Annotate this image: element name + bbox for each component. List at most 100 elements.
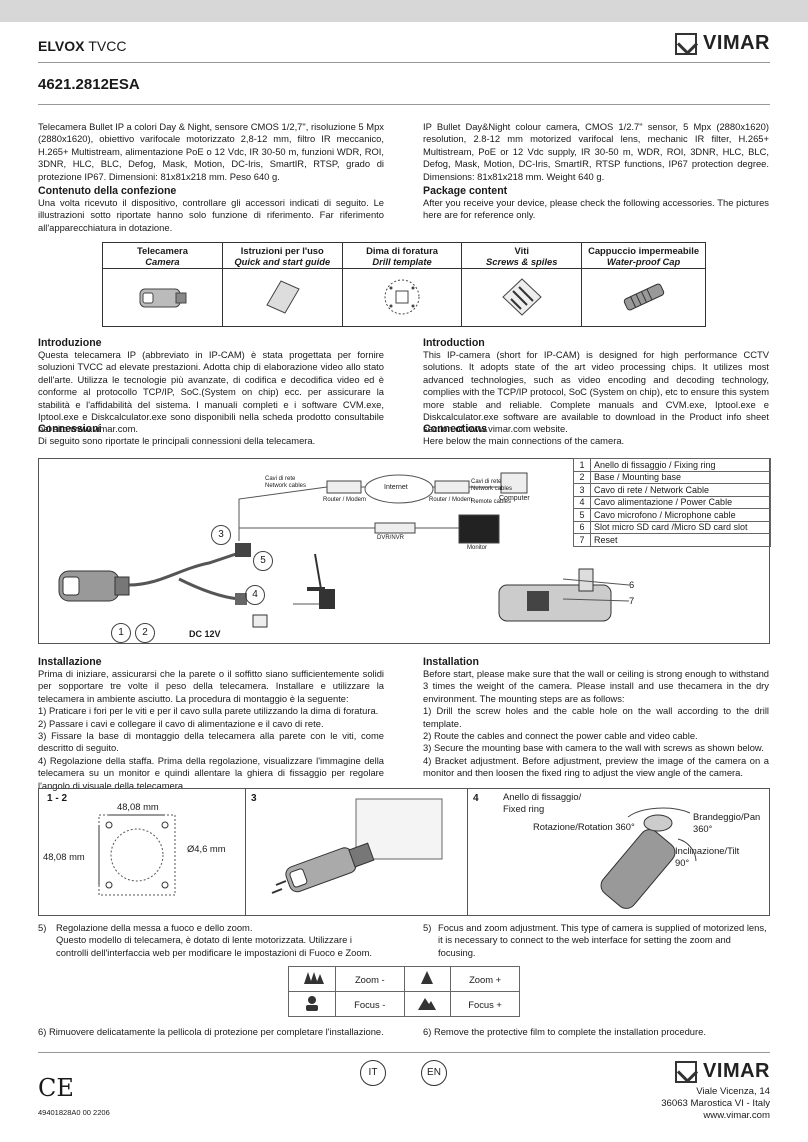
bracket-adjust-drawing — [600, 807, 697, 909]
focus-plus: Focus + — [450, 991, 520, 1017]
guide-image — [221, 268, 343, 327]
vimar-logo-icon — [675, 1060, 698, 1083]
connessioni-section: Connessioni Di seguito sono riportate le… — [38, 423, 384, 447]
vimar-logo-text: VIMAR — [703, 32, 770, 54]
lang-it-badge: IT — [360, 1060, 386, 1086]
fixed-ring-label: Anello di fissaggio/ — [503, 791, 582, 802]
doc-code: 49401828A0 00 2206 — [38, 1108, 110, 1117]
tilt-label: Inclinazione/Tilt — [675, 845, 740, 856]
package-label-it: Cappuccio impermeabile — [588, 244, 700, 256]
step5-number-it: 5) — [38, 922, 47, 933]
step5-number-en: 5) — [423, 922, 432, 933]
template-image — [341, 268, 463, 327]
panel-divider — [467, 789, 468, 915]
package-cell-camera: Telecamera Camera — [102, 242, 223, 269]
drill-template-drawing — [98, 814, 176, 896]
package-section-en: Package content After you receive your d… — [423, 185, 769, 222]
package-label-en: Camera — [145, 255, 180, 267]
address-line: Viale Vicenza, 14 — [696, 1086, 770, 1097]
callout-1: 1 — [111, 623, 131, 643]
introduction-text: This IP-camera (short for IP-CAM) is des… — [423, 349, 769, 435]
header-divider — [38, 62, 770, 63]
remote-cables-label: Remote cables — [471, 499, 512, 505]
legend-number: 7 — [573, 533, 591, 547]
zoom-minus: Zoom - — [334, 966, 405, 992]
tilt-degrees: 90° — [675, 857, 690, 868]
brand-title: ELVOX TVCC — [38, 38, 126, 54]
package-text-en: After you receive your device, please ch… — [423, 197, 769, 221]
package-cell-screws: Viti Screws & spiles — [461, 242, 583, 269]
package-title-it: Contenuto della confezione — [38, 185, 177, 197]
legend-label: Cavo microfono / Microphone cable — [590, 508, 771, 522]
legend-label: Base / Mounting base — [590, 470, 771, 484]
mounting-drawing — [271, 798, 443, 894]
legend-label: Slot micro SD card /Micro SD card slot — [590, 520, 771, 534]
router-label-right: Router / Modem — [429, 497, 473, 503]
step5-line1-it: Regolazione della messa a fuoco e dello … — [56, 922, 253, 933]
vimar-logo-text: VIMAR — [703, 1060, 770, 1082]
product-description-it: Telecamera Bullet IP a colori Day & Nigh… — [38, 121, 384, 182]
connections-text: Here below the main connections of the c… — [423, 435, 625, 446]
zoom-minus-icon-cell — [288, 966, 336, 992]
focus-minus: Focus - — [334, 991, 405, 1017]
pan-degrees: 360° — [693, 823, 713, 834]
screws-image — [461, 268, 583, 327]
internet-label: Internet — [384, 484, 408, 491]
focus-plus-icon-cell — [403, 991, 452, 1017]
package-label-en: Screws & spiles — [486, 255, 558, 267]
introduction-title: Introduction — [423, 337, 485, 349]
dvr-label: DVR/NVR — [377, 535, 405, 541]
package-label-en: Quick and start guide — [234, 255, 331, 267]
package-label-it: Telecamera — [137, 244, 188, 256]
package-cell-template: Dima di foratura Drill template — [341, 242, 463, 269]
net-cables-right-label-en: Network cables — [471, 486, 513, 492]
legend-number: 1 — [573, 458, 591, 472]
panel-divider — [245, 789, 246, 915]
brand-sub: TVCC — [88, 38, 127, 54]
step5-line2-it: Questo modello di telecamera, è dotato d… — [56, 934, 372, 958]
installazione-step: 2) Passare i cavi e collegare il cavo di… — [38, 717, 324, 729]
panel-4-label: 4 — [473, 793, 479, 804]
rotation-label: Rotazione/Rotation 360° — [533, 821, 635, 832]
package-label-it: Istruzioni per l'uso — [240, 244, 324, 256]
package-cell-guide: Istruzioni per l'uso Quick and start gui… — [221, 242, 343, 269]
dimension-diameter: Ø4,6 mm — [187, 843, 226, 854]
legend-number: 2 — [573, 470, 591, 484]
installazione-step: 3) Fissare la base di montaggio della te… — [38, 730, 384, 754]
net-cables-right-label-it: Cavi di rete — [471, 479, 502, 485]
network-cables-label-it: Cavi di rete — [265, 476, 296, 482]
camera-icon — [139, 288, 187, 307]
installazione-title: Installazione — [38, 656, 102, 668]
installation-step: 3) Secure the mounting base with camera … — [423, 742, 764, 754]
installazione-step: 4) Regolazione della staffa. Prima della… — [38, 754, 384, 791]
computer-label: Computer — [499, 495, 530, 502]
installation-step: 2) Route the cables and connect the powe… — [423, 730, 698, 742]
vimar-logo-icon — [675, 32, 698, 55]
introduzione-section: Introduzione Questa telecamera IP (abbre… — [38, 337, 384, 436]
top-bar — [0, 0, 808, 22]
installation-step: 1) Drill the screw holes and the cable h… — [423, 705, 769, 729]
brand-name: ELVOX — [38, 38, 85, 54]
callout-2: 2 — [135, 623, 155, 643]
camera-image — [102, 268, 223, 327]
package-label-en: Drill template — [372, 255, 432, 267]
package-label-it: Viti — [514, 244, 529, 256]
vimar-logo: VIMAR — [675, 32, 770, 55]
connections-title: Connections — [423, 423, 488, 435]
website-link: www.vimar.com — [703, 1110, 770, 1121]
connection-diagram-drawing — [58, 472, 630, 628]
installazione-step: 1) Praticare i fori per le viti e per il… — [38, 705, 379, 717]
legend-label: Reset — [590, 533, 771, 547]
footer-address: Viale Vicenza, 14 36063 Marostica VI - I… — [661, 1086, 770, 1122]
dimension-horizontal: 48,08 mm — [117, 801, 159, 812]
legend-number: 6 — [573, 520, 591, 534]
pan-label: Brandeggio/Pan — [693, 811, 761, 822]
zoom-plus-icon-cell — [403, 966, 452, 992]
legend-number: 4 — [573, 495, 591, 509]
product-description-en: IP Bullet Day&Night colour camera, CMOS … — [423, 121, 769, 182]
step6-en: 6) Remove the protective film to complet… — [423, 1026, 706, 1037]
